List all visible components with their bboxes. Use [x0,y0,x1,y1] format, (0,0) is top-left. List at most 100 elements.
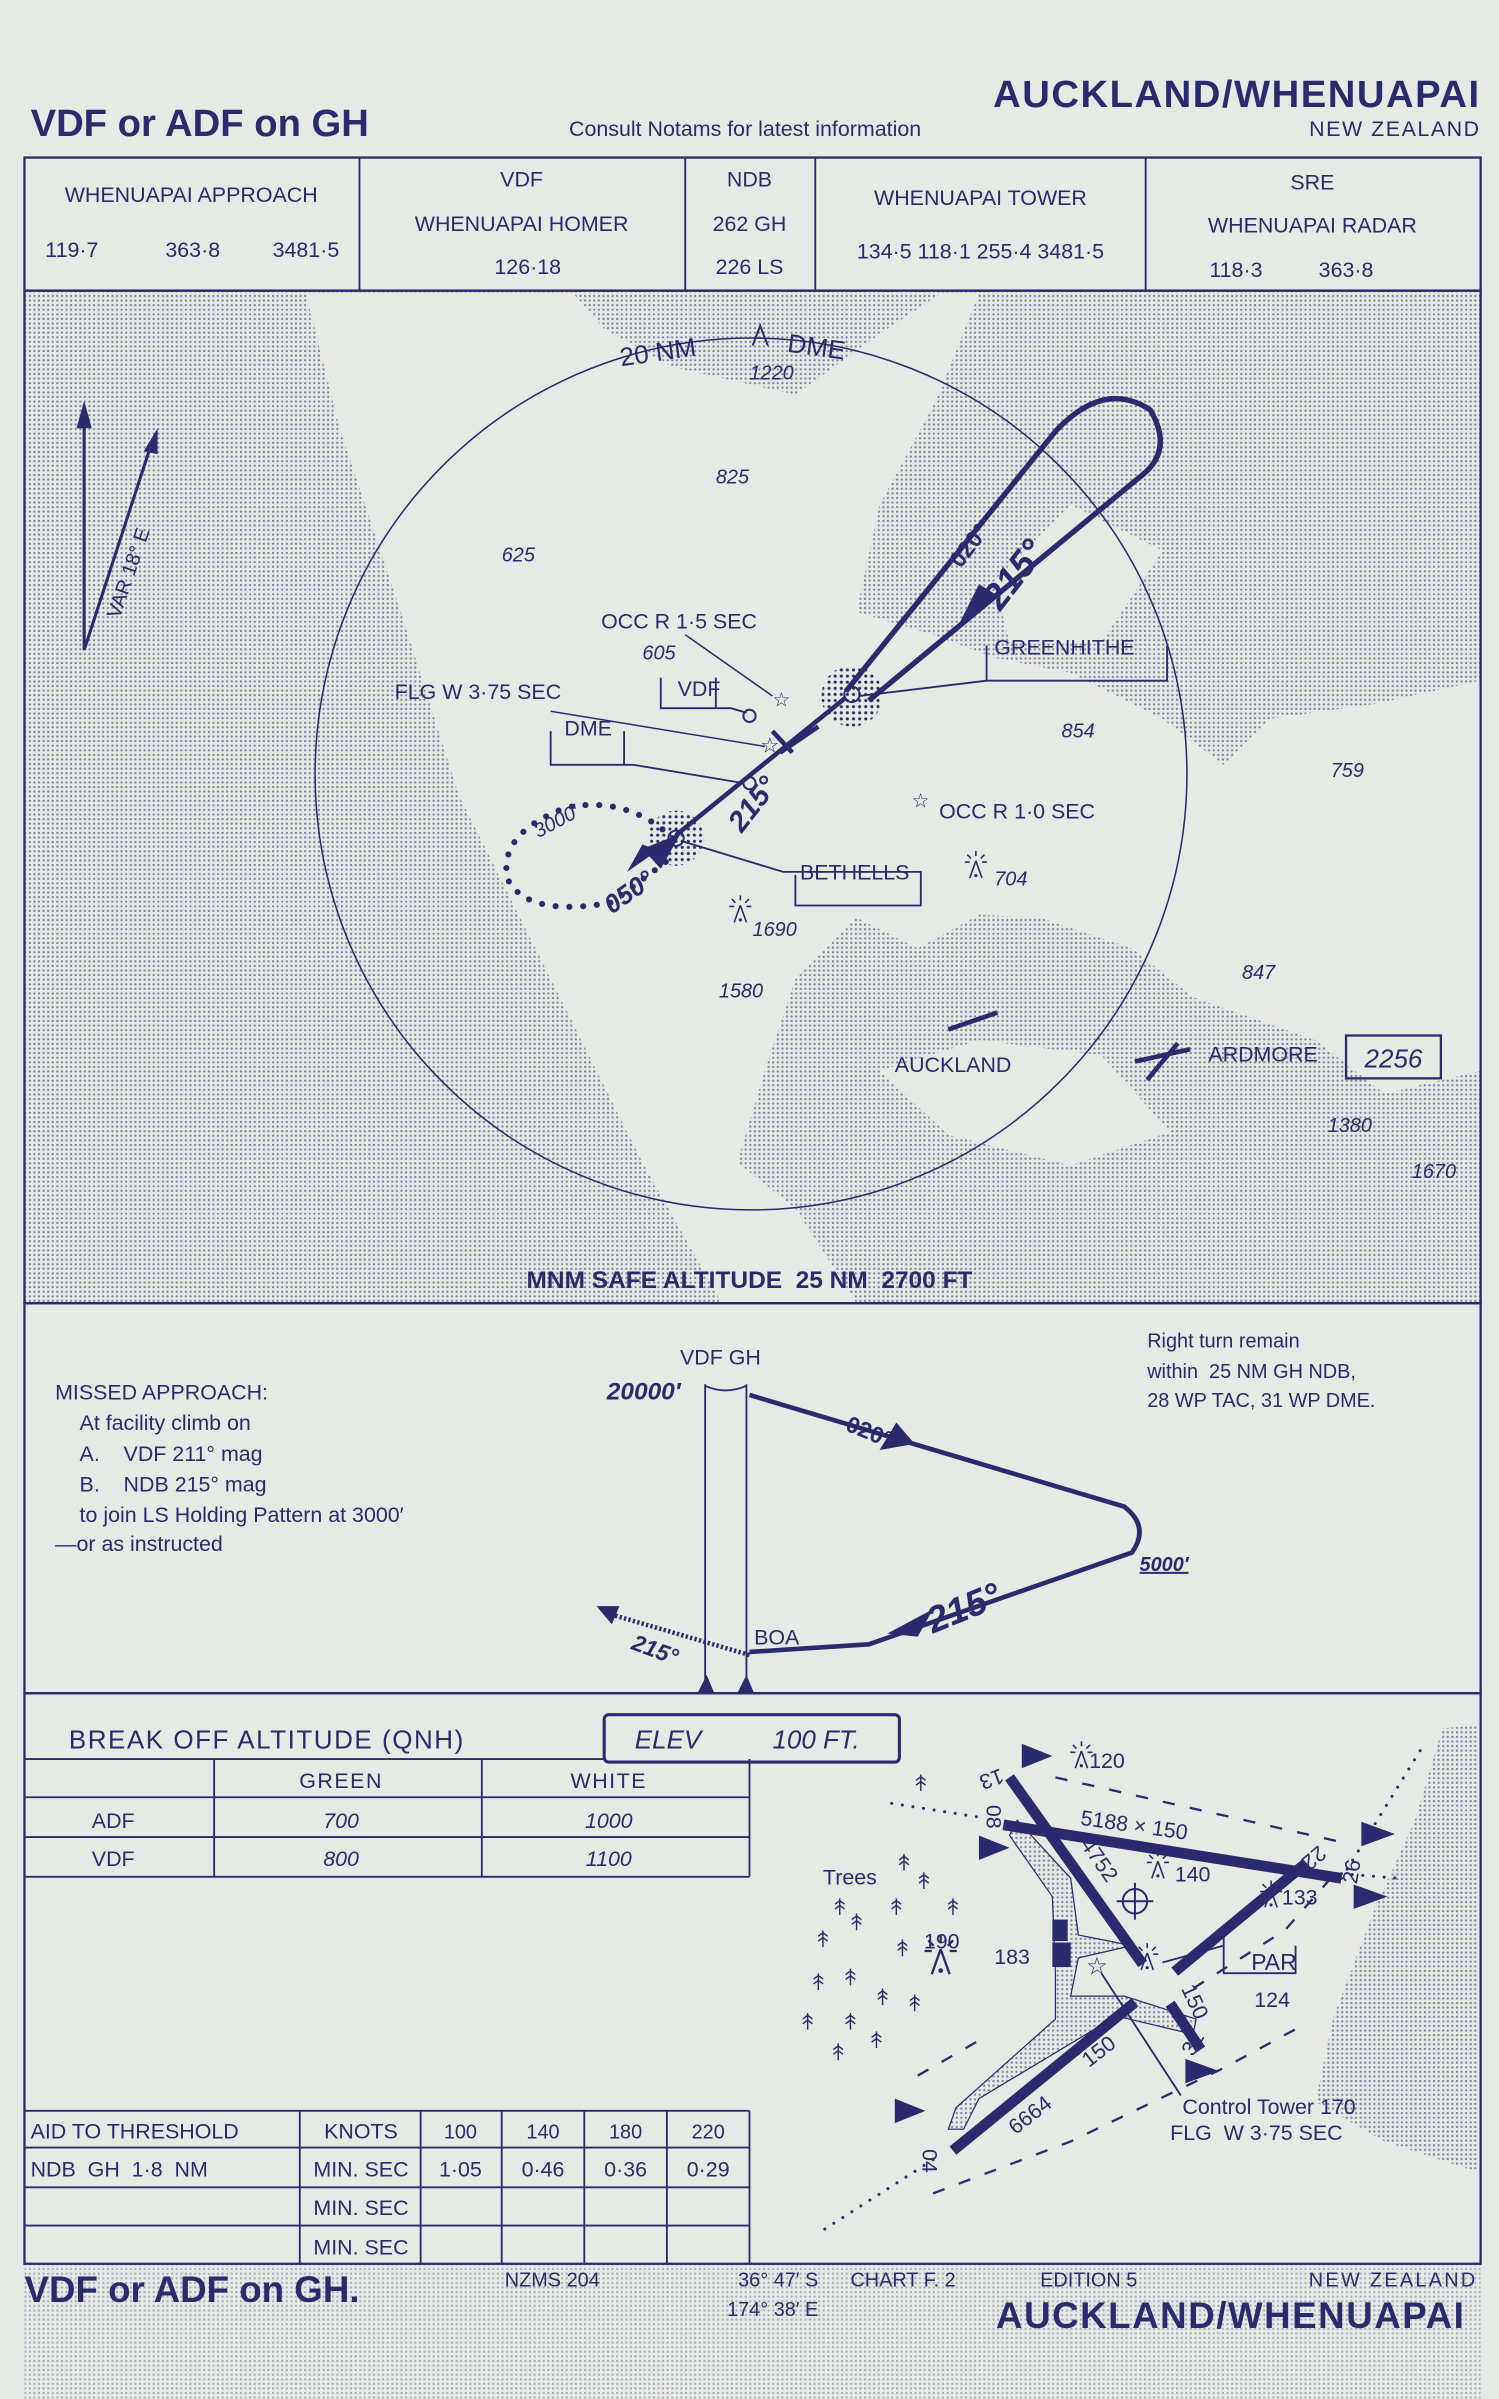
north-arrow-icon [76,400,158,651]
spot-height: 1220 [750,362,794,384]
ndb-freq: 262 GH [713,212,787,236]
timing-cell: MIN. SEC [313,2236,408,2260]
track-arrow-icon [627,844,658,872]
vdf-freq: 126·18 [494,255,561,279]
obstacle-height: 140 [1175,1862,1211,1886]
approach-arrow-icons [894,1743,1395,2124]
spot-height: 854 [1062,720,1095,742]
longitude: 174° 38′ E [727,2299,818,2321]
ne-holding-pattern [843,395,1163,703]
spot-height: 825 [716,466,750,488]
ls-ndb-stipple [648,810,704,866]
timing-header: 220 [692,2121,725,2143]
tower-freqs: 134·5 118·1 255·4 3481·5 [857,239,1104,263]
white-value: 1000 [585,1809,633,1833]
beacon-star-icon: ☆ [772,690,790,712]
boa-label: BOA [754,1625,800,1649]
timing-cell: 0·29 [687,2158,730,2182]
obstacle-height: 183 [994,1945,1030,1969]
footer-country: NEW ZEALAND [1309,2270,1478,2292]
spot-height: 1670 [1412,1161,1456,1183]
footer-aerodrome-title: AUCKLAND/WHENUAPAI [996,2295,1465,2336]
aerodrome-diagram: ☆ 13 08 22 26 31 04 5188 × 150 4752 150 … [802,1725,1478,2235]
chart-header: VDF or ADF on GH AUCKLAND/WHENUAPAI Cons… [31,73,1481,145]
profile-top-altitude: 20000′ [606,1379,682,1406]
spot-height: 759 [1331,760,1364,782]
ndb-freq: 226 LS [716,255,784,279]
approach-freq: 363·8 [165,238,220,262]
aerodrome-runway-icon [770,724,820,755]
chart-number: CHART F. 2 [850,2270,955,2292]
approach-track [674,695,848,837]
timing-table: AID TO THRESHOLD KNOTS 100 140 180 220 N… [24,2109,751,2264]
turn-note-line: within 25 NM GH NDB, [1146,1361,1356,1383]
obstacle-height: 190 [924,1930,960,1954]
green-value: 700 [323,1809,359,1833]
timing-cell: MIN. SEC [313,2196,408,2220]
edition: EDITION 5 [1040,2270,1137,2292]
runway-08-26 [1002,1819,1343,1884]
obstacle-height: 120 [1089,1749,1125,1773]
ls-holding-pattern [503,801,677,910]
spot-height: 847 [1242,962,1276,984]
dme-symbol-icon [751,323,769,347]
approach-freq: 3481·5 [273,238,340,262]
dme-label: DME [564,717,612,741]
spot-height: 625 [502,544,536,566]
missed-approach-line: MISSED APPROACH: [55,1381,268,1405]
runway-number: 13 [976,1764,1007,1795]
footer-band [24,2263,1481,2399]
auckland-runway-icon [947,1010,999,1032]
occ-light-label: OCC R 1·0 SEC [939,799,1095,823]
control-tower-label: Control Tower 170 [1182,2095,1355,2119]
par-label: PAR [1251,1949,1296,1975]
aid-label: VDF [92,1847,135,1871]
missed-approach-line: At facility climb on [80,1411,251,1435]
beacon-star-icon: ☆ [760,734,779,758]
turn-note-line: Right turn remain [1147,1331,1299,1353]
runway-number: 04 [917,2149,941,2173]
procedure-profile [748,1392,1142,1655]
country-label: NEW ZEALAND [1309,117,1480,141]
vdf-icon [742,708,757,723]
track-arrow-icon [955,584,995,631]
timing-header: KNOTS [324,2119,398,2143]
land-area [879,1040,1171,1166]
spot-height: 1580 [719,980,763,1002]
sre-freq: 363·8 [1319,258,1374,282]
ls-ndb-icon [667,829,685,847]
profile-turn-alt: 5000′ [1140,1554,1190,1576]
elevation-label: ELEV [635,1724,704,1754]
chart-footer: VDF or ADF on GH. NZMS 204 36° 47′ S 174… [24,2263,1481,2399]
obstacle-height: 133 [1282,1885,1318,1909]
spot-heights: 1220 825 625 605 854 759 704 1690 1580 8… [502,362,1456,1182]
notam-notice: Consult Notams for latest information [569,117,921,141]
timing-header: 140 [526,2121,559,2143]
tower-light-label: FLG W 3·75 SEC [1170,2121,1342,2145]
vdf-name: WHENUAPAI HOMER [415,212,629,236]
timing-cell: MIN. SEC [313,2158,408,2182]
gh-ndb-icon [843,685,861,704]
obstacle-icon [1146,1850,1170,1880]
sre-freq: 118·3 [1209,258,1262,282]
missed-approach-line: A. VDF 211° mag [80,1442,263,1466]
land-area [305,293,1481,1304]
par-value: 124 [1254,1988,1290,2012]
spot-height: 605 [642,642,676,664]
profile-facility: VDF GH [680,1345,761,1369]
timing-header: AID TO THRESHOLD [31,2119,239,2143]
aid-label: ADF [92,1809,135,1833]
plan-view: 20 NM DME VAR 18° E 1220 825 625 605 854… [23,289,1482,1305]
timing-cell: 0·46 [522,2158,565,2182]
occ-light-label: OCC R 1·5 SEC [601,610,757,634]
break-off-title: BREAK OFF ALTITUDE (QNH) [69,1724,465,1754]
ardmore-label: ARDMORE [1208,1043,1317,1067]
aerodrome-title: AUCKLAND/WHENUAPAI [993,73,1481,116]
turn-note-line: 28 WP TAC, 31 WP DME. [1147,1390,1375,1412]
timing-cell: 0·36 [604,2158,647,2182]
green-value: 800 [323,1847,359,1871]
apron-building [1052,1942,1071,1968]
spot-height: 1690 [753,919,797,941]
timing-header: 180 [609,2121,642,2143]
